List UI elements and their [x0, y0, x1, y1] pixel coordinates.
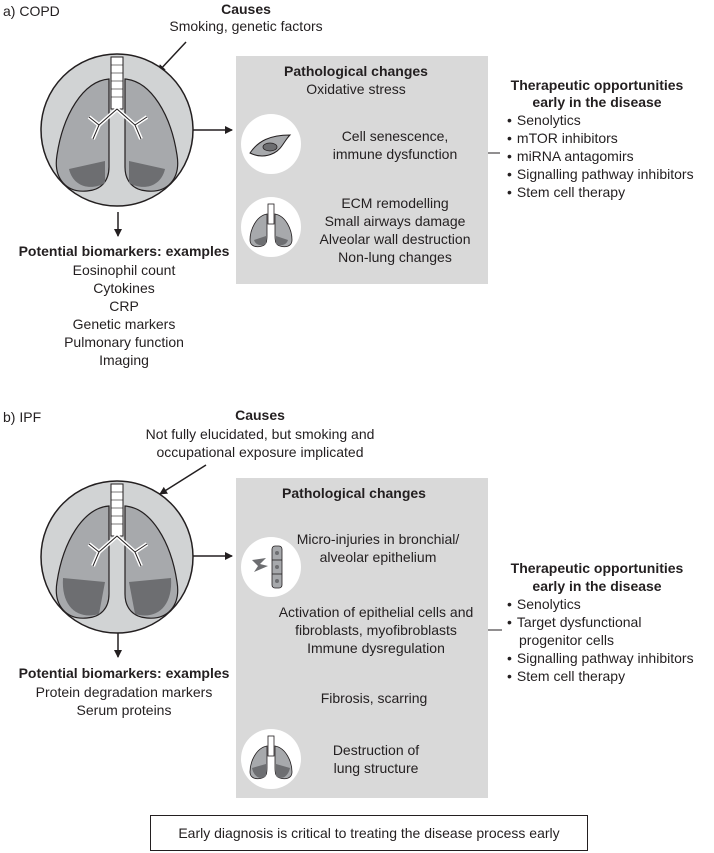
therapy-item: Target dysfunctional [507, 613, 694, 631]
patho-step: Immune dysregulation [307, 640, 445, 656]
patho-step: immune dysfunction [332, 146, 458, 162]
biomarker-item: Genetic markers [72, 316, 176, 332]
patho-step: ECM remodelling [341, 195, 449, 211]
damaged-lungs-icon [241, 197, 301, 257]
biomarker-item: CRP [109, 298, 139, 314]
therapy-item: Stem cell therapy [507, 667, 694, 685]
patho-step: Destruction of [332, 742, 420, 758]
biomarker-item: Cytokines [93, 280, 155, 296]
patho-step: alveolar epithelium [319, 549, 437, 565]
therapy-item: Senolytics [507, 111, 694, 129]
therapy-item: Signalling pathway inhibitors [507, 649, 694, 667]
causes-arrow [159, 464, 207, 495]
therapy-item: Stem cell therapy [507, 183, 694, 201]
patho-step: Micro-injuries in bronchial/ [296, 531, 460, 547]
biomarker-item: Eosinophil count [72, 262, 176, 278]
therapy-item: Senolytics [507, 595, 694, 613]
patho-title: Pathological changes [284, 63, 428, 79]
lungs-circle-icon [40, 480, 194, 634]
patho-step: Fibrosis, scarring [320, 690, 428, 706]
patho-step: Activation of epithelial cells and [278, 604, 474, 620]
biomarker-item: Serum proteins [76, 702, 172, 718]
therapy-title: early in the disease [532, 94, 662, 110]
patho-step: lung structure [333, 760, 419, 776]
therapy-item: mTOR inhibitors [507, 129, 694, 147]
causes-title: Causes [221, 1, 271, 17]
patho-step: Alveolar wall destruction [319, 231, 471, 247]
section-label: a) COPD [3, 3, 60, 19]
biomarker-item: Protein degradation markers [35, 684, 213, 700]
therapy-item: miRNA antagomirs [507, 147, 694, 165]
therapy-item: Signalling pathway inhibitors [507, 165, 694, 183]
therapy-list: Senolytics mTOR inhibitors miRNA antagom… [507, 111, 694, 201]
therapy-item-continuation: progenitor cells [519, 632, 614, 648]
therapy-list: Senolytics Target dysfunctional progenit… [507, 595, 694, 685]
causes-title: Causes [235, 407, 285, 423]
patho-step: fibroblasts, myofibroblasts [295, 622, 457, 638]
therapy-title: Therapeutic opportunities [510, 560, 684, 576]
injured-epithelium-icon [241, 537, 301, 597]
biomarker-item: Pulmonary function [64, 334, 184, 350]
section-label: b) IPF [3, 409, 42, 425]
footer-note: Early diagnosis is critical to treating … [150, 815, 588, 851]
fibrotic-lungs-icon [241, 729, 301, 789]
senescent-cell-icon [241, 114, 301, 174]
patho-step: Oxidative stress [306, 81, 406, 97]
causes-arrow [157, 41, 187, 73]
causes-text: occupational exposure implicated [156, 444, 364, 460]
biomarker-item: Imaging [99, 352, 149, 368]
therapy-title: Therapeutic opportunities [510, 77, 684, 93]
patho-step: Cell senescence, [341, 128, 449, 144]
patho-title: Pathological changes [282, 485, 426, 501]
patho-step: Small airways damage [324, 213, 466, 229]
causes-text: Smoking, genetic factors [169, 18, 323, 34]
causes-text: Not fully elucidated, but smoking and [145, 426, 375, 442]
therapy-title: early in the disease [532, 578, 662, 594]
biomarkers-title: Potential biomarkers: examples [18, 243, 230, 259]
biomarkers-title: Potential biomarkers: examples [18, 665, 230, 681]
patho-step: Non-lung changes [338, 249, 452, 265]
lungs-circle-icon [40, 53, 194, 207]
